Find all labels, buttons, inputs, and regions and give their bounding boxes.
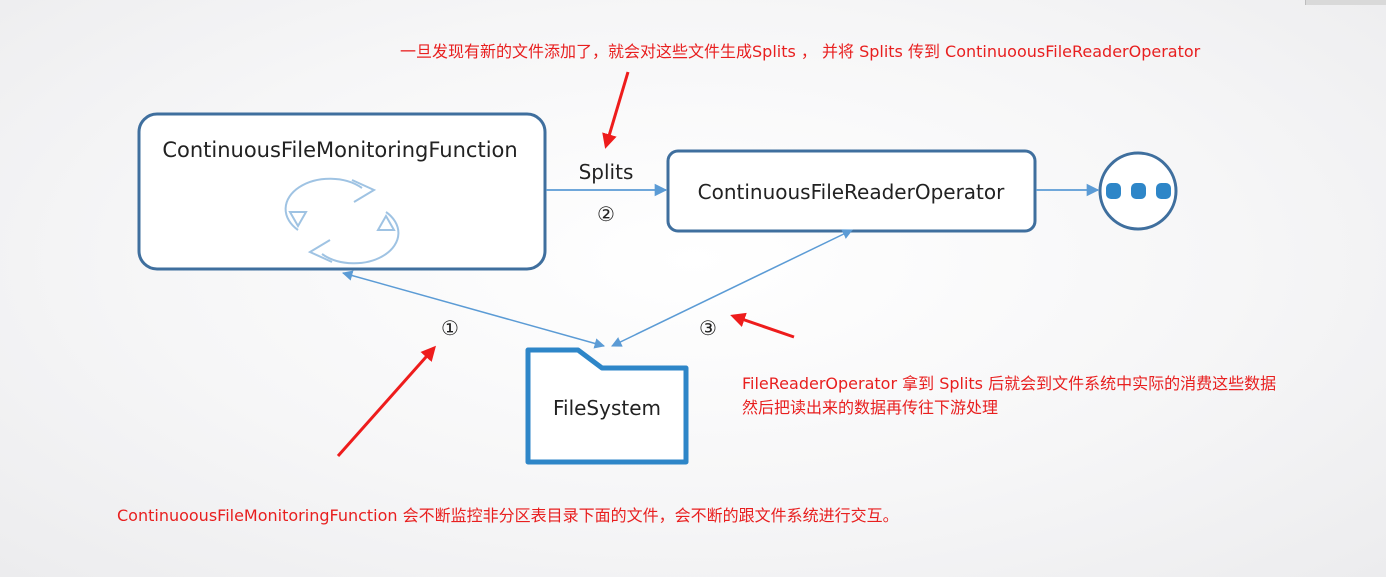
step-2-label: ② bbox=[597, 202, 615, 226]
annotation-right-line-2: 然后把读出来的数据再传往下游处理 bbox=[742, 398, 999, 417]
splits-label: Splits bbox=[579, 160, 634, 184]
annotation-right-line-1: FileReaderOperator 拿到 Splits 后就会到文件系统中实际… bbox=[742, 374, 1277, 393]
monitor-filesystem-arrow bbox=[341, 270, 606, 349]
refresh-cycle-icon bbox=[284, 177, 400, 265]
folder-icon bbox=[525, 347, 689, 465]
step-1-label: ① bbox=[441, 316, 459, 340]
annotation-bottom: ContinuoousFileMonitoringFunction 会不断监控非… bbox=[117, 506, 899, 525]
monitor-label: ContinuousFileMonitoringFunction bbox=[162, 138, 517, 162]
reader-filesystem-arrow bbox=[611, 229, 853, 347]
reader-label: ContinuousFileReaderOperator bbox=[698, 180, 1006, 204]
reader-node: ContinuousFileReaderOperator bbox=[666, 149, 1037, 233]
filesystem-node: FileSystem bbox=[525, 347, 689, 465]
annotation-arrow-top bbox=[602, 71, 630, 149]
filesystem-label: FileSystem bbox=[553, 396, 661, 420]
window-corner-strip bbox=[1305, 0, 1386, 5]
step-3-label: ③ bbox=[699, 316, 717, 340]
annotation-arrow-bottom bbox=[336, 345, 436, 457]
downstream-node bbox=[1098, 151, 1178, 231]
annotation-top: 一旦发现有新的文件添加了，就会对这些文件生成Splits ， 并将 Splits… bbox=[400, 42, 1201, 61]
ellipsis-icon bbox=[1106, 183, 1171, 199]
annotation-arrow-right bbox=[730, 312, 795, 339]
monitor-node: ContinuousFileMonitoringFunction bbox=[137, 112, 547, 271]
